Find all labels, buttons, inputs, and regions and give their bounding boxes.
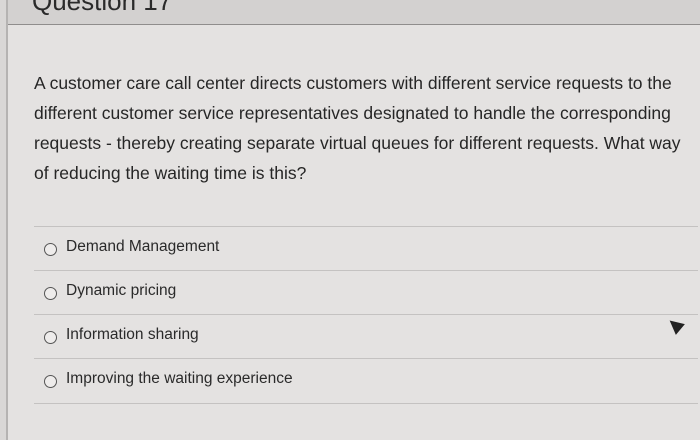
answer-option-demand-management[interactable]: Demand Management [34,226,698,271]
question-text: A customer care call center directs cust… [34,73,681,183]
answer-option-information-sharing[interactable]: Information sharing [34,314,698,359]
radio-button[interactable] [44,375,57,388]
option-label[interactable]: Improving the waiting experience [66,370,293,387]
radio-button[interactable] [44,287,57,300]
answer-option-dynamic-pricing[interactable]: Dynamic pricing [34,270,698,315]
option-label[interactable]: Dynamic pricing [66,282,177,299]
radio-button[interactable] [44,331,57,344]
question-title: Question 17 [32,0,173,16]
option-label[interactable]: Demand Management [66,238,220,255]
answer-option-improving-waiting-experience[interactable]: Improving the waiting experience [34,358,698,404]
question-header: Question 17 [8,0,700,25]
radio-button[interactable] [44,243,57,256]
question-panel: Question 17 A customer care call center … [6,0,700,440]
option-label[interactable]: Information sharing [66,326,199,343]
